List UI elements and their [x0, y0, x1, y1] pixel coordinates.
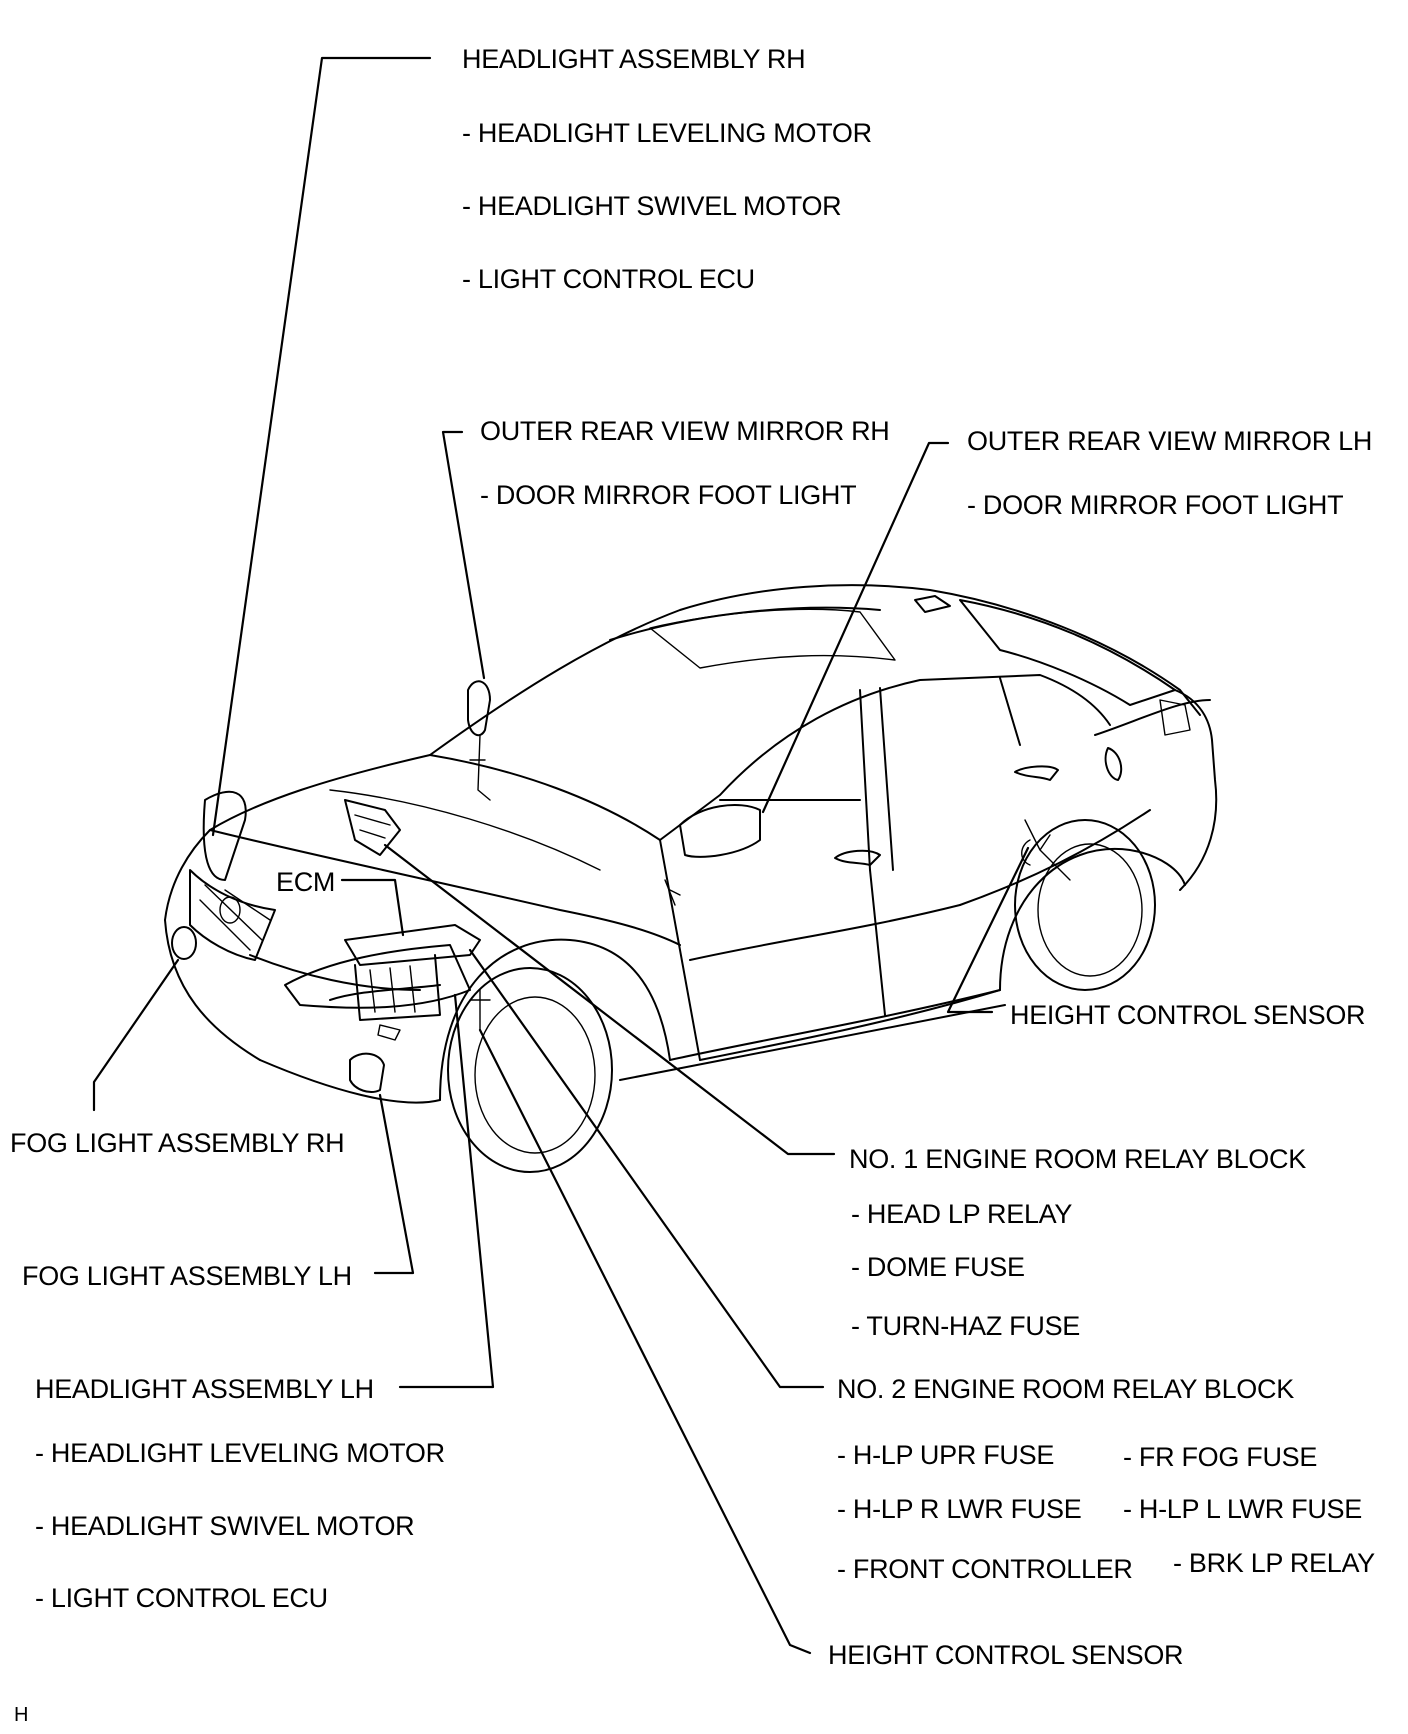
leader-headlight-lh — [398, 993, 495, 1389]
relay1-title: NO. 1 ENGINE ROOM RELAY BLOCK — [849, 1144, 1306, 1174]
headlight-lh-item: - HEADLIGHT LEVELING MOTOR — [35, 1438, 445, 1468]
leader-relay2 — [468, 948, 825, 1389]
fog-lh-label: FOG LIGHT ASSEMBLY LH — [22, 1261, 352, 1291]
leader-fog-lh — [373, 1093, 415, 1275]
leader-relay1 — [383, 843, 836, 1156]
leader-fog-rh — [92, 958, 180, 1112]
relay2-item: - H-LP UPR FUSE — [837, 1440, 1055, 1470]
relay2-title: NO. 2 ENGINE ROOM RELAY BLOCK — [837, 1374, 1294, 1404]
leader-mirror-lh — [761, 441, 950, 814]
headlight-rh-item: - HEADLIGHT LEVELING MOTOR — [462, 118, 872, 148]
headlight-lh-title: HEADLIGHT ASSEMBLY LH — [35, 1374, 374, 1404]
engine-bay-components — [329, 734, 1071, 1041]
relay2-item: - H-LP R LWR FUSE — [837, 1494, 1082, 1524]
car-body — [164, 584, 1218, 1173]
mirror-rh-item: - DOOR MIRROR FOOT LIGHT — [480, 480, 857, 510]
height-sensor-rear-label: HEIGHT CONTROL SENSOR — [1010, 1000, 1366, 1030]
leader-mirror-rh — [441, 430, 486, 680]
footer-code: H — [14, 1704, 29, 1726]
leader-height-front — [478, 1028, 812, 1655]
relay1-item: - HEAD LP RELAY — [851, 1199, 1073, 1229]
headlight-rh-title: HEADLIGHT ASSEMBLY RH — [462, 44, 806, 74]
relay1-item: - DOME FUSE — [851, 1252, 1025, 1282]
leader-height-rear — [946, 846, 1030, 1014]
mirror-rh-title: OUTER REAR VIEW MIRROR RH — [480, 416, 890, 446]
leader-ecm — [340, 878, 405, 937]
relay2-item: - H-LP L LWR FUSE — [1123, 1494, 1362, 1524]
headlight-rh-item: - HEADLIGHT SWIVEL MOTOR — [462, 191, 842, 221]
relay1-item: - TURN-HAZ FUSE — [851, 1311, 1080, 1341]
leader-lines — [92, 56, 1030, 1655]
height-sensor-front-label: HEIGHT CONTROL SENSOR — [828, 1640, 1184, 1670]
headlight-lh-item: - LIGHT CONTROL ECU — [35, 1583, 328, 1613]
fog-rh-label: FOG LIGHT ASSEMBLY RH — [10, 1128, 345, 1158]
headlight-lh-item: - HEADLIGHT SWIVEL MOTOR — [35, 1511, 415, 1541]
relay2-item: - FRONT CONTROLLER — [837, 1554, 1133, 1584]
ecm-label: ECM — [276, 867, 336, 897]
leader-headlight-rh — [211, 56, 432, 837]
relay2-item: - FR FOG FUSE — [1123, 1442, 1318, 1472]
headlight-rh-item: - LIGHT CONTROL ECU — [462, 264, 755, 294]
relay2-item: - BRK LP RELAY — [1173, 1548, 1375, 1578]
mirror-lh-title: OUTER REAR VIEW MIRROR LH — [967, 426, 1373, 456]
mirror-lh-item: - DOOR MIRROR FOOT LIGHT — [967, 490, 1344, 520]
